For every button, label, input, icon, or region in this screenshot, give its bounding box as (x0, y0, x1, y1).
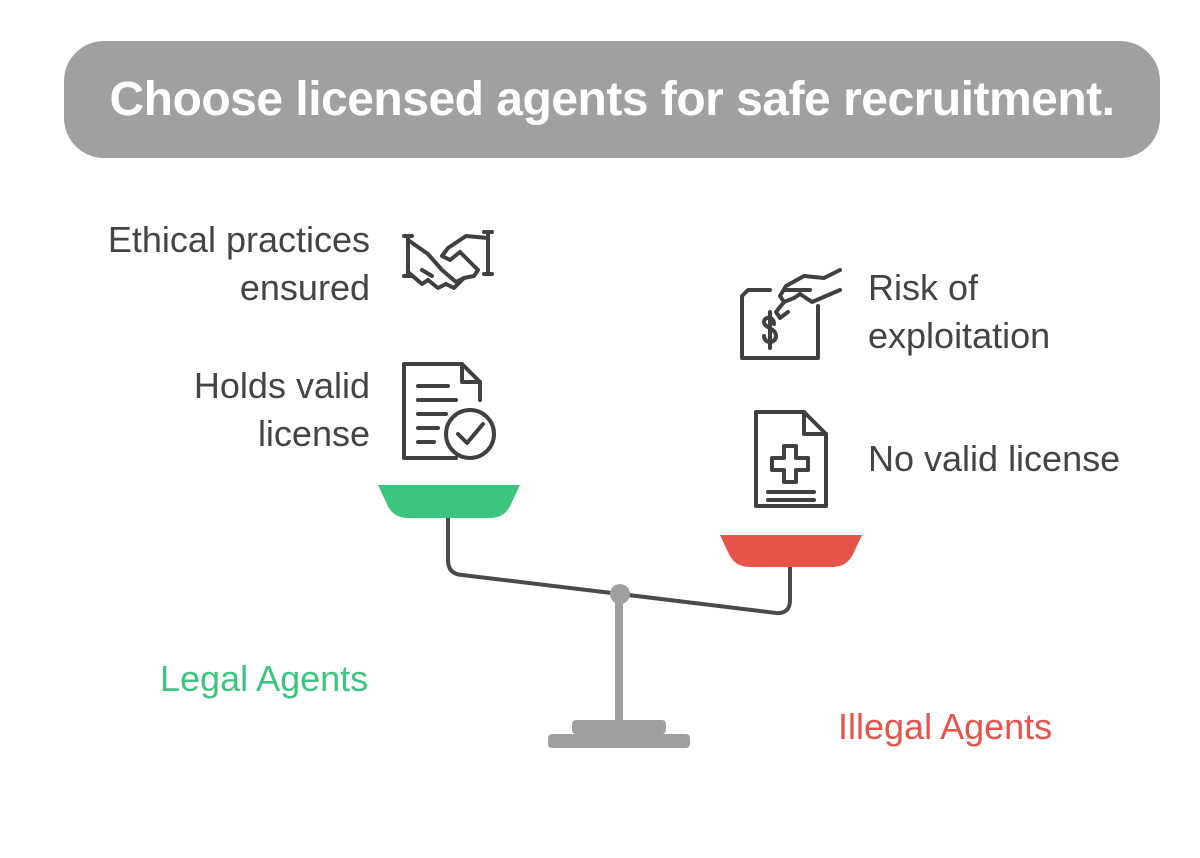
legal-agents-label: Legal Agents (160, 658, 369, 699)
risk-of-exploitation-label: Risk of exploitation (868, 264, 1050, 360)
handshake-icon (398, 224, 498, 299)
holds-valid-license-line-1: Holds valid (193, 365, 370, 406)
illegal-scale-pan (720, 535, 862, 567)
scale-pivot (610, 584, 630, 604)
scale-right-arm (618, 564, 792, 616)
document-check-icon (398, 360, 500, 462)
legal-scale-pan (378, 485, 520, 518)
no-valid-license-line-1: No valid license (868, 438, 1121, 479)
risk-of-exploitation-line-1: Risk of (868, 267, 979, 308)
ethical-practices-line-2: ensured (239, 267, 370, 308)
page-title: Choose licensed agents for safe recruitm… (109, 73, 1115, 126)
ethical-practices-label: Ethical practices ensured (108, 216, 370, 312)
scale-left-arm (446, 512, 622, 596)
ethical-practices-line-1: Ethical practices (107, 219, 370, 260)
scale-base-bottom (548, 734, 690, 748)
scale-pole (615, 596, 623, 722)
no-valid-license-label: No valid license (868, 435, 1120, 483)
holds-valid-license-label: Holds valid license (194, 362, 370, 458)
document-medical-cross-icon (752, 408, 830, 510)
hand-money-folder-icon (740, 264, 842, 364)
holds-valid-license-line-2: license (257, 413, 370, 454)
risk-of-exploitation-line-2: exploitation (868, 315, 1051, 356)
illegal-agents-label: Illegal Agents (838, 706, 1053, 747)
title-banner: Choose licensed agents for safe recruitm… (64, 41, 1160, 158)
scale-base-top (572, 720, 666, 734)
